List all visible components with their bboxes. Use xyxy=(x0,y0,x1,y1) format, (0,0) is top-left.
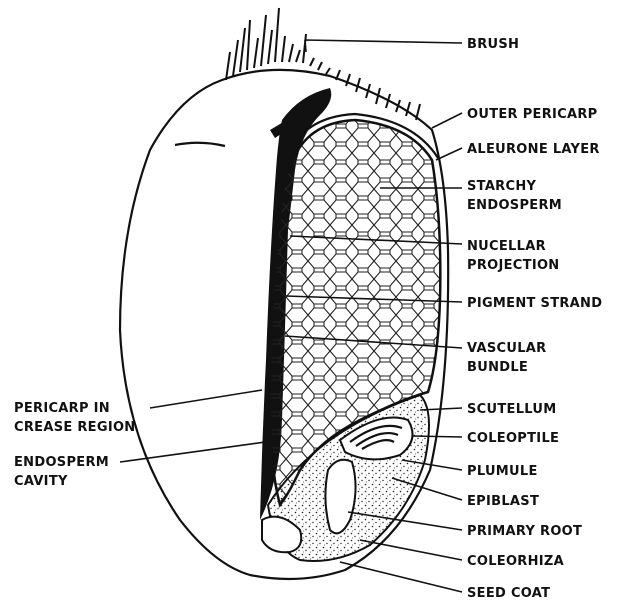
label-coleorhiza: COLEORHIZA xyxy=(467,554,564,569)
label-plumule: PLUMULE xyxy=(467,464,538,479)
label-starchy-endosperm-2: ENDOSPERM xyxy=(467,198,562,213)
label-outer-pericarp: OUTER PERICARP xyxy=(467,107,598,122)
label-pericarp-crease-1: PERICARP IN xyxy=(14,401,110,416)
pericarp-highlight xyxy=(175,143,225,146)
label-nucellar-projection-1: NUCELLAR xyxy=(467,239,546,254)
label-endosperm-cavity-2: CAVITY xyxy=(14,474,68,489)
label-vascular-bundle-1: VASCULAR xyxy=(467,341,546,356)
label-pigment-strand: PIGMENT STRAND xyxy=(467,296,602,311)
label-vascular-bundle-2: BUNDLE xyxy=(467,360,528,375)
label-scutellum: SCUTELLUM xyxy=(467,402,557,417)
label-coleoptile: COLEOPTILE xyxy=(467,431,559,446)
label-brush: BRUSH xyxy=(467,37,519,52)
label-endosperm-cavity-1: ENDOSPERM xyxy=(14,455,109,470)
label-starchy-endosperm-1: STARCHY xyxy=(467,179,537,194)
label-nucellar-projection-2: PROJECTION xyxy=(467,258,559,273)
label-pericarp-crease-2: CREASE REGION xyxy=(14,420,136,435)
label-aleurone-layer: ALEURONE LAYER xyxy=(467,142,600,157)
label-epiblast: EPIBLAST xyxy=(467,494,539,509)
label-primary-root: PRIMARY ROOT xyxy=(467,524,582,539)
label-seed-coat: SEED COAT xyxy=(467,586,550,601)
